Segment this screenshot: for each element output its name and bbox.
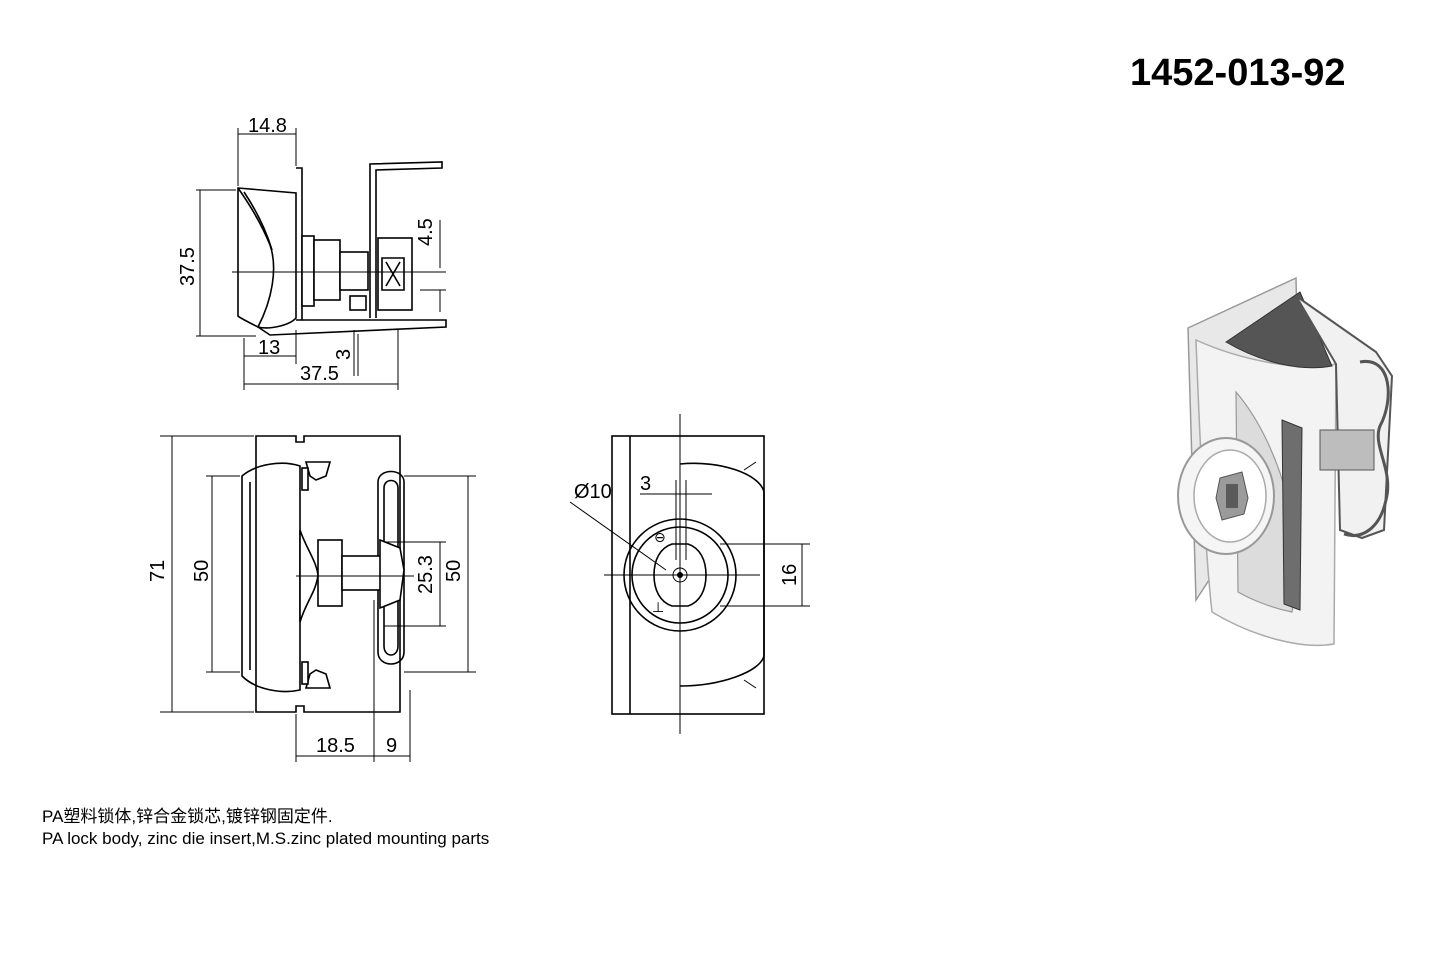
screw-top xyxy=(301,461,332,491)
dim-3-rear: 3 xyxy=(640,473,651,495)
dim-37-5-horizontal: 37.5 xyxy=(300,363,339,385)
dim-phi-10: Ø10 xyxy=(574,481,612,503)
screw-bottom xyxy=(301,661,332,689)
material-notes: PA塑料锁体,锌合金锁芯,镀锌钢固定件. PA lock body, zinc … xyxy=(42,806,489,850)
dim-37-5-vertical: 37.5 xyxy=(177,247,199,286)
dim-71: 71 xyxy=(147,560,169,582)
product-render xyxy=(1177,276,1394,647)
dim-13: 13 xyxy=(258,337,280,359)
front-view: 71 50 25.3 50 18.5 9 xyxy=(147,435,476,762)
dim-50-left: 50 xyxy=(191,560,213,582)
dim-25-3: 25.3 xyxy=(415,555,437,594)
lock-symbol: ⊥ xyxy=(652,599,664,615)
rear-view: ⊖ ⊥ Ø10 3 16 xyxy=(569,414,810,734)
dim-14-8: 14.8 xyxy=(248,115,287,137)
dim-3: 3 xyxy=(333,349,355,360)
unlock-symbol: ⊖ xyxy=(654,529,666,545)
dim-9: 9 xyxy=(386,735,397,757)
material-note-english: PA lock body, zinc die insert,M.S.zinc p… xyxy=(42,829,490,848)
dim-50-right: 50 xyxy=(443,560,465,582)
part-number: 1452-013-92 xyxy=(1130,52,1346,94)
side-view: 14.8 37.5 4.5 13 3 37.5 xyxy=(177,115,447,390)
dim-4-5: 4.5 xyxy=(415,218,437,246)
dim-18-5: 18.5 xyxy=(316,735,355,757)
material-note-chinese: PA塑料锁体,锌合金锁芯,镀锌钢固定件. xyxy=(42,807,333,826)
dim-16: 16 xyxy=(779,564,801,586)
